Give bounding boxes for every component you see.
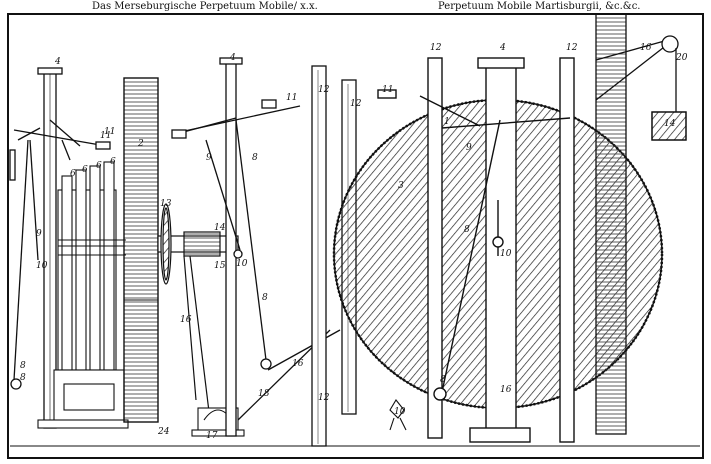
figure-number-label: 14 — [214, 223, 226, 233]
figure-number-label: 11 — [104, 127, 115, 137]
figure-number-label: 3 — [398, 181, 404, 191]
figure-number-label: 10 — [236, 259, 248, 269]
figure-number-label: 10 — [500, 249, 512, 259]
figure-number-label: 4 — [229, 53, 236, 63]
figure-number-label: 12 — [318, 393, 330, 403]
figure-number-label: 8 — [262, 293, 268, 303]
pulley-and-weight — [595, 13, 687, 435]
tall-column-2 — [123, 77, 159, 423]
small-bottom-figure — [389, 399, 407, 431]
figure-number-label: 12 — [430, 43, 442, 53]
figure-number-label: 16 — [500, 385, 512, 395]
header-left-title: Das Merseburgische Perpetuum Mobile/ x.x… — [92, 1, 318, 12]
center-left-post — [171, 57, 341, 437]
figure-number-label: 16 — [180, 315, 192, 325]
figure-number-label: 4 — [54, 57, 61, 67]
figure-number-label: 8 — [20, 373, 26, 383]
figure-number-label: 13 — [160, 199, 172, 209]
figure-number-label: 20 — [675, 53, 688, 63]
figure-number-label: 11 — [286, 93, 297, 103]
figure-number-label: 6 — [110, 157, 116, 167]
figure-number-label: 6 — [70, 169, 76, 179]
figure-number-label: 16 — [292, 359, 304, 369]
figure-number-label: 10 — [36, 261, 48, 271]
figure-number-label: 9 — [36, 229, 42, 239]
figure-number-label: 24 — [157, 427, 170, 437]
figure-number-label: 12 — [318, 85, 330, 95]
figure-number-label: 6 — [96, 161, 102, 171]
figure-number-label: 8 — [464, 225, 470, 235]
figure-number-label: 1 — [444, 117, 450, 127]
left-post-assembly — [9, 67, 111, 429]
figure-number-label: 16 — [640, 43, 652, 53]
figure-number-label: 15 — [214, 261, 226, 271]
figure-number-label: 11 — [382, 85, 393, 95]
figure-number-label: 6 — [82, 165, 88, 175]
figure-number-label: 18 — [258, 389, 270, 399]
figure-number-label: 12 — [350, 99, 362, 109]
figure-number-label: 8 — [440, 375, 446, 385]
plate-frame — [7, 13, 704, 459]
figure-number-label: 11 — [100, 131, 111, 141]
figure-number-label: 17 — [206, 431, 218, 441]
figure-number-label: 4 — [499, 43, 506, 53]
figure-number-label: 9 — [466, 143, 472, 153]
figure-number-label: 2 — [137, 139, 144, 149]
figure-number-label: 9 — [206, 153, 212, 163]
figure-number-label: 8 — [252, 153, 258, 163]
figure-number-label: 10 — [394, 407, 406, 417]
figure-number-label: 12 — [566, 43, 578, 53]
header-right-title: Perpetuum Mobile Martisburgii, &c.&c. — [438, 1, 641, 12]
wheel-axle-posts — [377, 57, 575, 443]
twin-posts-12 — [311, 65, 357, 447]
figure-number-label: 14 — [664, 119, 676, 129]
organ-pipes — [37, 161, 129, 429]
figure-number-label: 8 — [20, 361, 26, 371]
